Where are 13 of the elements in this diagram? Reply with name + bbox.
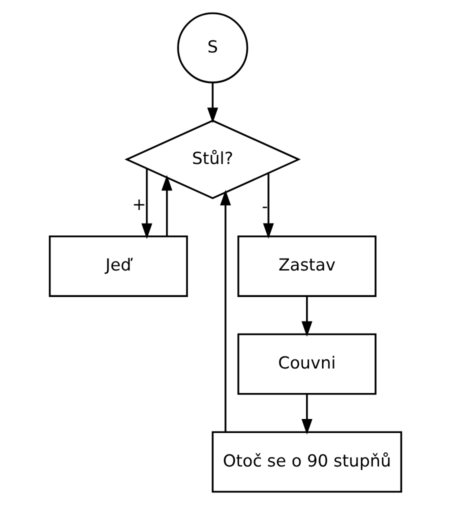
arrow [302, 296, 312, 337]
arrow [302, 394, 312, 435]
node-box: Couvni [237, 333, 376, 395]
node-diamond: Stůl? [124, 120, 301, 200]
node-circle: S [177, 12, 248, 84]
arrow [161, 175, 172, 236]
node-box: Zastav [237, 236, 376, 297]
arrow [207, 82, 218, 124]
arrow [141, 168, 152, 239]
node-box: Otoč se o 90 stupňů [212, 431, 402, 493]
node-box: Jeď [48, 236, 188, 297]
arrow [220, 190, 231, 432]
arrow [263, 173, 274, 239]
